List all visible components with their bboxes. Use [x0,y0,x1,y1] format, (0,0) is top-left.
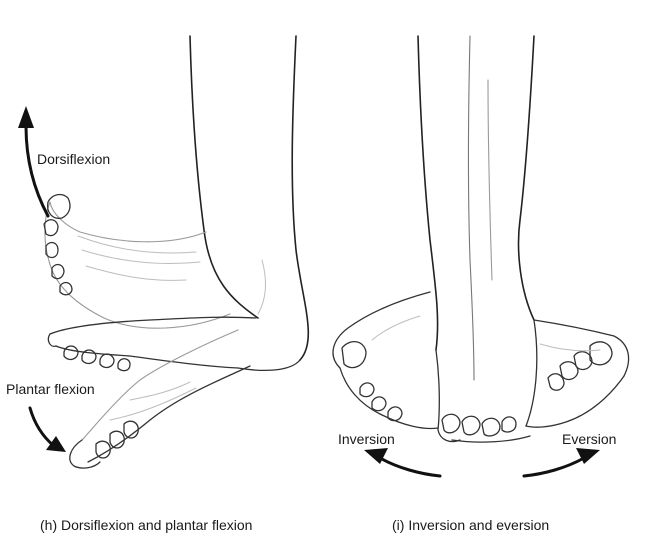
dorsiflexion-label: Dorsiflexion [37,151,111,167]
caption-dorsiflexion-plantar-flexion: (h) Dorsiflexion and plantar flexion [40,517,253,533]
dorsiflexion-arrow [18,106,50,218]
right-legs [417,35,535,381]
plantar-flexion-arrow [28,406,66,452]
inversion-arrow [364,448,442,478]
eversion-arrow [522,448,600,478]
inverted-foot [332,291,439,430]
front-foot [435,319,538,443]
left-leg [189,35,310,372]
caption-inversion-eversion: (i) Inversion and eversion [392,517,550,533]
inversion-label: Inversion [338,431,395,447]
neutral-foot [47,316,257,372]
dorsiflexed-foot [43,193,231,329]
eversion-label: Eversion [562,431,617,447]
plantar-flexion-label: Plantar flexion [6,381,95,397]
everted-foot [525,319,630,428]
plantar-flexed-foot [69,329,251,469]
